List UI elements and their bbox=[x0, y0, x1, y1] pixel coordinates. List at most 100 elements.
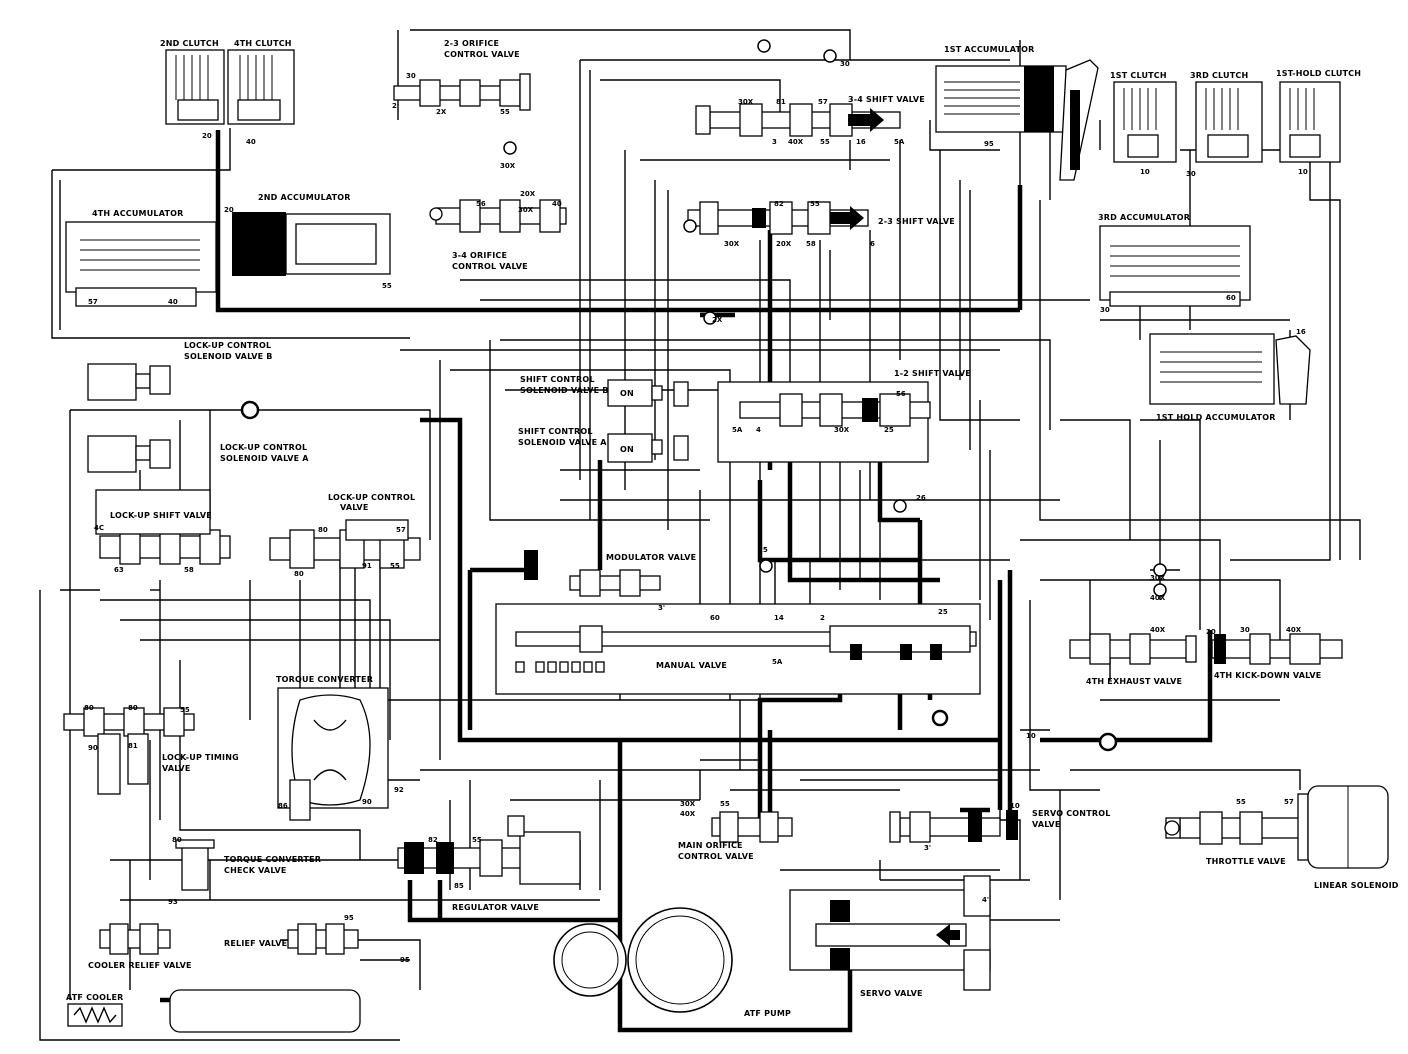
port-label: 58 bbox=[184, 566, 194, 574]
port-label: 10 bbox=[1140, 168, 1150, 176]
port-label: 30X bbox=[680, 800, 696, 808]
port-label: 40 bbox=[168, 298, 178, 306]
label-clutch-3rd: 3RD CLUTCH bbox=[1190, 71, 1248, 80]
port-label: 30X bbox=[518, 206, 534, 214]
port-label: 16 bbox=[856, 138, 866, 146]
label-atf-cooler: ATF COOLER bbox=[66, 993, 123, 1002]
port-label: 63 bbox=[114, 566, 124, 574]
port-label: 91 bbox=[362, 562, 372, 570]
valve-orifice-34 bbox=[429, 199, 567, 233]
linear-solenoid bbox=[1297, 785, 1389, 869]
port-label: 10 bbox=[1298, 168, 1308, 176]
label-clutch-4th: 4TH CLUTCH bbox=[234, 39, 292, 48]
port-label: 3' bbox=[658, 604, 665, 612]
port-label: 30 bbox=[1240, 626, 1250, 634]
valve-throttle bbox=[1164, 811, 1301, 845]
port-label: 55 bbox=[810, 200, 820, 208]
port-label: 20X bbox=[776, 240, 792, 248]
port-label: 4 bbox=[756, 426, 761, 434]
label-shift-sol-b-line2: SOLENOID VALVE B bbox=[520, 386, 609, 395]
label-tc-check-line2: CHECK VALVE bbox=[224, 866, 287, 875]
label-lockup-control-line1: LOCK-UP CONTROL bbox=[328, 493, 415, 502]
port-label: 40X bbox=[1150, 626, 1166, 634]
accumulator-1st bbox=[935, 59, 1099, 181]
port-label: 55 bbox=[1236, 798, 1246, 806]
label-servo: SERVO VALVE bbox=[860, 989, 923, 998]
shift-solenoid-b bbox=[607, 379, 689, 407]
port-label: 5A bbox=[772, 658, 783, 666]
valve-shift-12 bbox=[717, 381, 931, 463]
port-label: 55 bbox=[390, 562, 400, 570]
label-shift-23: 2-3 SHIFT VALVE bbox=[878, 217, 955, 226]
label-accumulator-1st-hold: 1ST HOLD ACCUMULATOR bbox=[1156, 413, 1276, 422]
port-label: 2 bbox=[392, 102, 397, 110]
port-label: 55 bbox=[500, 108, 510, 116]
label-shift-sol-b-line1: SHIFT CONTROL bbox=[520, 375, 595, 384]
port-labels: 20 40 20 30 2 2X 55 30X 81 57 3 40X 55 1… bbox=[84, 60, 1308, 964]
port-label: 30X bbox=[500, 162, 516, 170]
torque-converter-check bbox=[175, 839, 215, 891]
torque-converter bbox=[277, 687, 389, 821]
valve-exhaust-4th bbox=[1069, 633, 1197, 665]
valve-cooler-relief bbox=[99, 923, 171, 955]
port-label: 40 bbox=[246, 138, 256, 146]
label-torque-converter: TORQUE CONVERTER bbox=[276, 675, 373, 684]
port-label: 40 bbox=[552, 200, 562, 208]
valve-regulator bbox=[397, 815, 581, 885]
label-clutch-1st-hold: 1ST-HOLD CLUTCH bbox=[1276, 69, 1361, 78]
accumulator-1st-hold bbox=[1149, 333, 1311, 405]
port-label: 55 bbox=[720, 800, 730, 808]
detent-marks bbox=[515, 661, 605, 673]
label-linear-solenoid: LINEAR SOLENOID bbox=[1314, 881, 1399, 890]
label-modulator: MODULATOR VALVE bbox=[606, 553, 696, 562]
port-label: 55 bbox=[472, 836, 482, 844]
valve-lockup-timing bbox=[63, 707, 195, 795]
label-clutch-1st: 1ST CLUTCH bbox=[1110, 71, 1167, 80]
label-lockup-sol-a-line2: SOLENOID VALVE A bbox=[220, 454, 309, 463]
port-label: 60 bbox=[710, 614, 720, 622]
label-main-orifice-line1: MAIN ORIFICE bbox=[678, 841, 743, 850]
port-label: 57 bbox=[396, 526, 406, 534]
port-label: 57 bbox=[88, 298, 98, 306]
label-orifice-34-line1: 3-4 ORIFICE bbox=[452, 251, 507, 260]
label-orifice-23-line2: CONTROL VALVE bbox=[444, 50, 520, 59]
lockup-solenoid-a bbox=[87, 435, 171, 473]
port-label: 20 bbox=[224, 206, 234, 214]
label-accumulator-2nd: 2ND ACCUMULATOR bbox=[258, 193, 351, 202]
label-lockup-sol-b-line2: SOLENOID VALVE B bbox=[184, 352, 273, 361]
label-regulator: REGULATOR VALVE bbox=[452, 903, 539, 912]
port-label: 80 bbox=[318, 526, 328, 534]
clutch-3rd bbox=[1195, 81, 1263, 163]
label-throttle: THROTTLE VALVE bbox=[1206, 857, 1286, 866]
clutch-2nd bbox=[165, 49, 225, 125]
label-servo-control-line2: VALVE bbox=[1032, 820, 1061, 829]
valve-manual bbox=[495, 603, 981, 695]
valve-orifice-23 bbox=[393, 73, 531, 111]
label-shift-sol-a-line1: SHIFT CONTROL bbox=[518, 427, 593, 436]
clutch-4th bbox=[227, 49, 295, 125]
valve-main-orifice bbox=[711, 811, 793, 843]
port-label: 30 bbox=[406, 72, 416, 80]
port-label: 40X bbox=[788, 138, 804, 146]
label-shift-12: 1-2 SHIFT VALVE bbox=[894, 369, 971, 378]
label-lockup-control-line2: VALVE bbox=[340, 503, 369, 512]
valve-lockup-shift bbox=[95, 489, 231, 565]
label-manual: MANUAL VALVE bbox=[656, 661, 727, 670]
port-label: 30X bbox=[724, 240, 740, 248]
port-label: 92 bbox=[394, 786, 404, 794]
label-atf-pump: ATF PUMP bbox=[744, 1009, 791, 1018]
valve-servo bbox=[789, 875, 991, 991]
shift-solenoid-a bbox=[607, 433, 689, 463]
valve-servo-control bbox=[889, 810, 1018, 843]
port-label: 82 bbox=[428, 836, 438, 844]
port-label: 93 bbox=[168, 898, 178, 906]
port-label: 6 bbox=[870, 240, 875, 248]
port-label: 95 bbox=[344, 914, 354, 922]
port-label: 60 bbox=[1226, 294, 1236, 302]
label-kickdown-4th: 4TH KICK-DOWN VALVE bbox=[1214, 671, 1321, 680]
port-label: 25 bbox=[938, 608, 948, 616]
port-label: 57 bbox=[1284, 798, 1294, 806]
label-lockup-timing-line2: VALVE bbox=[162, 764, 191, 773]
port-label: 40X bbox=[680, 810, 696, 818]
